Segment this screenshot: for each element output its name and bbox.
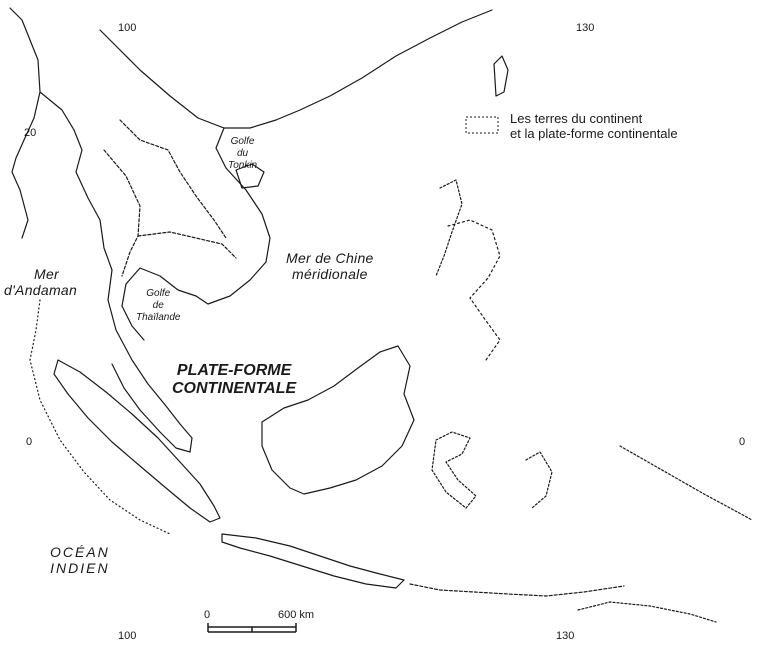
label-gulf-thailand: Golfe de Thaïlande bbox=[136, 288, 180, 324]
legend-swatch bbox=[465, 116, 499, 134]
burma-border bbox=[39, 91, 113, 271]
coord-lat-0-left: 0 bbox=[26, 436, 33, 448]
sumatra bbox=[53, 359, 221, 523]
shelf-edge bbox=[29, 299, 171, 535]
label-andaman-sea: Mer d'Andaman bbox=[4, 266, 77, 298]
andaman-line2: d'Andaman bbox=[4, 282, 78, 298]
label-south-china-sea: Mer de Chine méridionale bbox=[286, 250, 374, 282]
shelf-line2: CONTINENTALE bbox=[172, 380, 297, 397]
legend-line2: et la plate-forme continentale bbox=[510, 126, 678, 141]
ocean-line1: OCÉAN bbox=[50, 544, 110, 560]
vietnam-coast bbox=[195, 127, 271, 305]
malay-peninsula bbox=[107, 269, 193, 453]
philippines-luzon bbox=[435, 179, 463, 277]
label-gulf-tonkin: Golfe du Tonkin bbox=[228, 136, 257, 172]
taiwan bbox=[493, 55, 509, 97]
gulf-thailand-line3: Thaïlande bbox=[136, 312, 181, 323]
coord-lat-20: 20 bbox=[24, 127, 37, 139]
legend: Les terres du continent et la plate-form… bbox=[510, 111, 678, 141]
cambodia-border bbox=[137, 231, 237, 259]
andaman-line1: Mer bbox=[34, 266, 60, 282]
coord-lon-130-top: 130 bbox=[576, 22, 595, 34]
gulf-thailand-line1: Golfe bbox=[146, 288, 171, 299]
china-coast bbox=[99, 9, 493, 129]
south-china-sea-line1: Mer de Chine bbox=[286, 250, 374, 266]
lesser-sunda bbox=[409, 583, 625, 597]
label-continental-shelf: PLATE-FORME CONTINENTALE bbox=[172, 362, 296, 398]
scale-zero: 0 bbox=[204, 609, 211, 621]
legend-line1: Les terres du continent bbox=[510, 111, 643, 126]
thailand-border bbox=[103, 149, 141, 277]
coord-lon-100-bottom: 100 bbox=[118, 630, 137, 642]
gulf-tonkin-line1: Golfe bbox=[230, 136, 255, 147]
scale-bar bbox=[207, 623, 297, 633]
new-guinea-edge bbox=[619, 445, 753, 521]
gulf-thailand-coast bbox=[121, 267, 197, 341]
timor bbox=[577, 601, 717, 623]
ocean-line2: INDIEN bbox=[50, 560, 110, 576]
gulf-tonkin-line2: du bbox=[236, 148, 249, 159]
sulawesi bbox=[431, 431, 477, 509]
gulf-thailand-line2: de bbox=[152, 300, 164, 311]
coord-lon-100-top: 100 bbox=[118, 22, 137, 34]
burma-coastline bbox=[9, 7, 41, 239]
moluccas bbox=[525, 451, 553, 509]
shelf-line1: PLATE-FORME bbox=[176, 362, 292, 379]
laos-border bbox=[119, 119, 227, 239]
borneo bbox=[261, 345, 415, 495]
label-indian-ocean: OCÉAN INDIEN bbox=[50, 544, 110, 576]
philippines-islands bbox=[447, 219, 501, 361]
coord-lon-130-bottom: 130 bbox=[556, 630, 575, 642]
gulf-tonkin-line3: Tonkin bbox=[228, 160, 258, 171]
coord-lat-0-right: 0 bbox=[739, 436, 746, 448]
hainan bbox=[235, 163, 265, 189]
south-china-sea-line2: méridionale bbox=[291, 266, 368, 282]
scale-distance: 600 km bbox=[278, 609, 315, 621]
java bbox=[221, 533, 405, 589]
